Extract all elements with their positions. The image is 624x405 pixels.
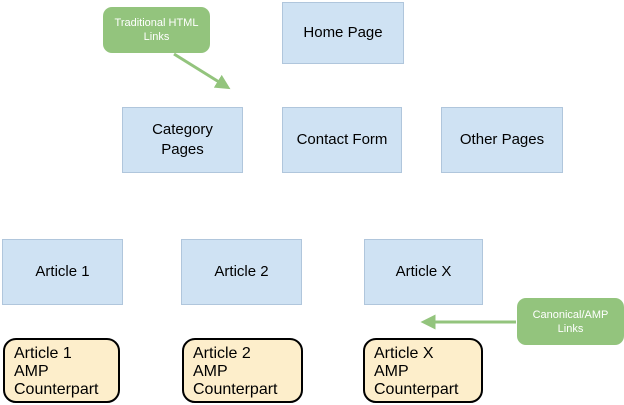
node-article-1: Article 1 (2, 239, 123, 305)
node-home-page: Home Page (282, 2, 404, 64)
node-article-2-amp-label: Article 2 AMP Counterpart (193, 345, 278, 398)
node-article-2-label: Article 2 (214, 262, 269, 280)
node-article-x-amp-counterpart: Article X AMP Counterpart (363, 338, 483, 403)
node-article-2-amp-counterpart: Article 2 AMP Counterpart (182, 338, 303, 403)
callout-canonical-amp-links: Canonical/AMP Links (517, 298, 624, 345)
node-article-1-amp-counterpart: Article 1 AMP Counterpart (3, 338, 120, 403)
callout-traditional-html-links: Traditional HTML Links (103, 7, 210, 53)
node-contact-form-label: Contact Form (296, 130, 388, 148)
callout-traditional-html-links-label: Traditional HTML Links (114, 17, 199, 43)
node-home-page-label: Home Page (303, 23, 383, 41)
node-category-pages: Category Pages (122, 107, 243, 173)
node-article-x-label: Article X (395, 262, 452, 280)
traditional-html-links-arrow (173, 52, 231, 90)
node-contact-form: Contact Form (282, 107, 402, 173)
callout-canonical-amp-links-label: Canonical/AMP Links (532, 308, 609, 335)
node-other-pages: Other Pages (441, 107, 563, 173)
node-other-pages-label: Other Pages (459, 130, 545, 148)
node-article-1-amp-label: Article 1 AMP Counterpart (14, 345, 99, 398)
node-article-1-label: Article 1 (35, 262, 90, 280)
node-article-2: Article 2 (181, 239, 302, 305)
node-article-x: Article X (364, 239, 483, 305)
node-category-pages-label: Category Pages (152, 120, 213, 158)
node-article-x-amp-label: Article X AMP Counterpart (374, 345, 459, 398)
